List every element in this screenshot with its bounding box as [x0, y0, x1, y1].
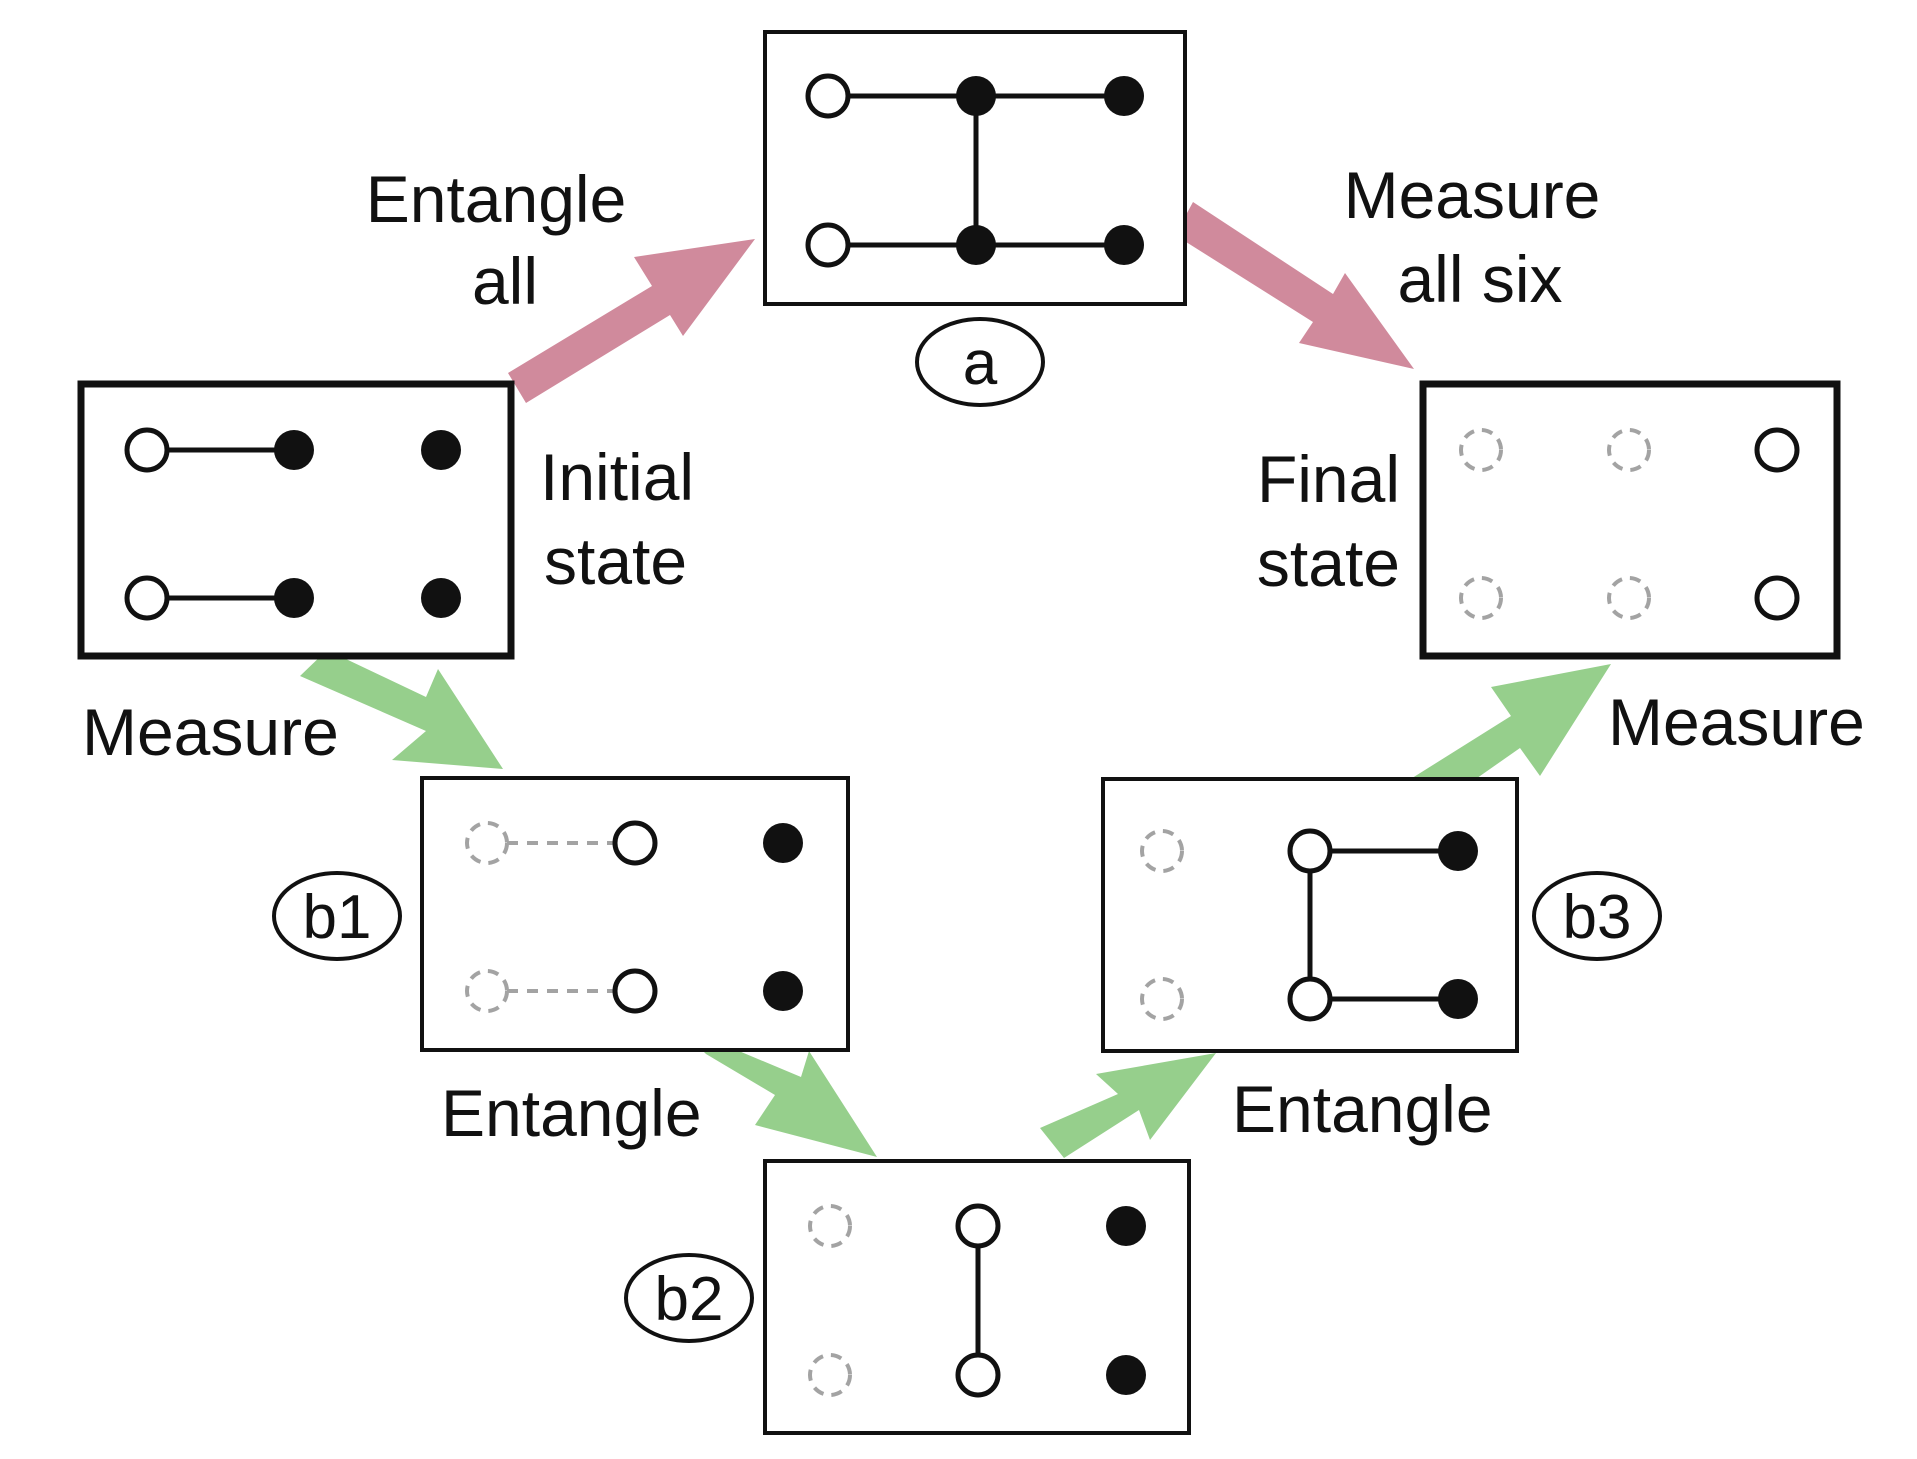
label-entangle-all-line2: all: [472, 244, 538, 318]
label-entangle-2: Entangle: [1232, 1072, 1493, 1146]
qubit-open: [124, 575, 170, 621]
qubit-measured: [808, 1353, 852, 1397]
qubit-grid-initial: [124, 427, 461, 621]
label-entangle-all-line1: Entangle: [366, 162, 627, 236]
arrow-measure-all-six: [1175, 202, 1414, 369]
qubit-filled: [274, 578, 314, 618]
qubit-open: [124, 427, 170, 473]
qubit-open: [805, 222, 851, 268]
label-measure-2: Measure: [1608, 685, 1865, 759]
tag-b1: b1: [303, 883, 372, 952]
qubit-filled: [274, 430, 314, 470]
qubit-open: [1754, 575, 1800, 621]
arrow-entangle-1: [677, 1025, 877, 1157]
qubit-filled: [1104, 225, 1144, 265]
label-final-state-line2: state: [1257, 526, 1400, 600]
qubit-filled: [956, 225, 996, 265]
qubit-grid-b2: [808, 1203, 1146, 1398]
qubit-grid-final: [1459, 427, 1800, 621]
qubit-open: [1287, 976, 1333, 1022]
qubit-open: [955, 1352, 1001, 1398]
qubit-filled: [763, 971, 803, 1011]
qubit-filled: [421, 430, 461, 470]
qubit-measured: [465, 821, 509, 865]
qubit-filled: [1104, 76, 1144, 116]
qubit-filled: [956, 76, 996, 116]
qubit-measured: [1140, 977, 1184, 1021]
label-measure-1: Measure: [82, 695, 339, 769]
qubit-filled: [1106, 1355, 1146, 1395]
arrow-entangle-2: [1040, 1053, 1216, 1158]
qubit-grid-a: [805, 73, 1144, 268]
qubit-grid-b3: [1140, 828, 1478, 1022]
qubit-grid-b1: [465, 820, 803, 1014]
arrows-layer: [300, 202, 1611, 1158]
qubit-filled: [1106, 1206, 1146, 1246]
label-measure-all-six-line1: Measure: [1344, 158, 1601, 232]
qubit-open: [612, 820, 658, 866]
qubit-open: [612, 968, 658, 1014]
label-initial-state-line2: state: [544, 524, 687, 598]
tag-b1-ellipse: [272, 871, 402, 961]
tag-b3-ellipse: [1532, 871, 1662, 961]
qubit-open: [955, 1203, 1001, 1249]
tag-b3: b3: [1563, 883, 1632, 952]
qubit-measured: [808, 1204, 852, 1248]
label-measure-all-six-line2: all six: [1397, 242, 1562, 316]
label-initial-state-line1: Initial: [540, 440, 694, 514]
qubit-measured: [1140, 829, 1184, 873]
qubit-open: [805, 73, 851, 119]
arrow-entangle-all: [508, 239, 755, 403]
qubit-filled: [421, 578, 461, 618]
qubit-measured: [1459, 428, 1503, 472]
qubit-filled: [1438, 979, 1478, 1019]
tag-b2: b2: [655, 1265, 724, 1334]
tag-b2-ellipse: [624, 1253, 754, 1343]
qubit-measured: [465, 969, 509, 1013]
qubit-open: [1754, 427, 1800, 473]
arrow-measure-2: [1409, 664, 1611, 804]
qubit-filled: [1438, 831, 1478, 871]
qubit-measured: [1459, 576, 1503, 620]
label-entangle-1: Entangle: [441, 1076, 702, 1150]
tag-a-ellipse: [915, 317, 1045, 407]
arrow-measure-1: [300, 650, 503, 769]
tag-a: a: [963, 329, 998, 398]
qubit-measured: [1607, 428, 1651, 472]
qubit-measured: [1607, 576, 1651, 620]
qubit-filled: [763, 823, 803, 863]
label-final-state-line1: Final: [1257, 442, 1400, 516]
qubit-open: [1287, 828, 1333, 874]
